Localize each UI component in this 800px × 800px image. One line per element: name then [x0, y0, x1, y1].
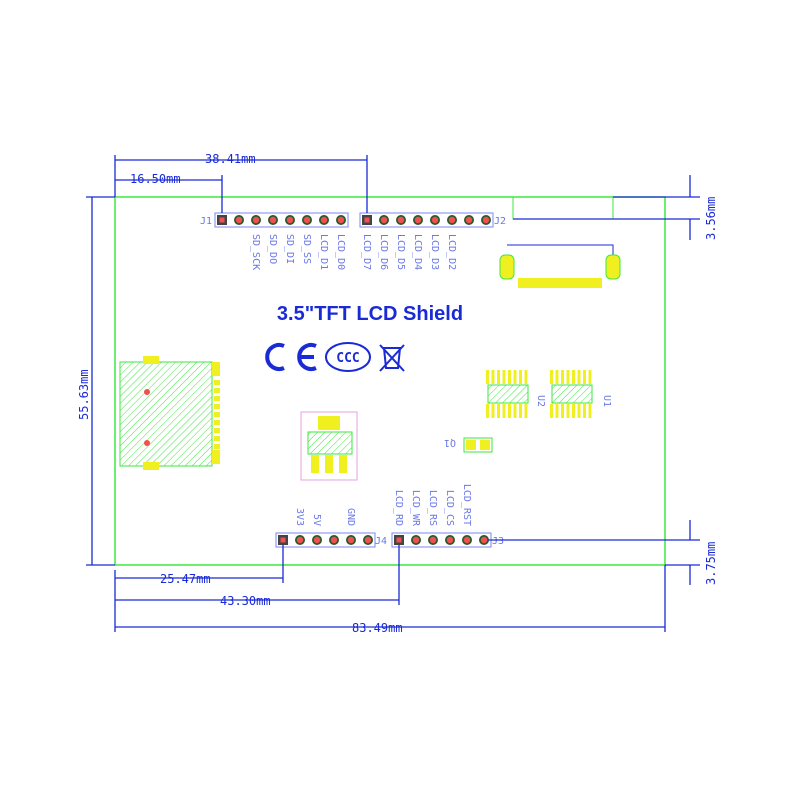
- q1-component: Q1: [444, 437, 493, 453]
- pin-label: LCD_RS: [427, 490, 438, 526]
- header-name: J2: [494, 216, 506, 227]
- pin-label: LCD_D7: [361, 234, 372, 270]
- sd-pad: [214, 412, 220, 417]
- pin-label: LCD_D3: [429, 234, 440, 270]
- svg-text:Q1: Q1: [444, 437, 456, 448]
- pin-label: LCD_D1: [318, 234, 329, 270]
- board-title: 3.5"TFT LCD Shield: [277, 303, 463, 325]
- pin-label: SD_SS: [301, 234, 312, 264]
- sd-pad: [214, 396, 220, 401]
- sd-pad: [214, 444, 220, 449]
- u2-chip: [486, 370, 529, 418]
- dim-25-47: 25.47mm: [160, 572, 211, 586]
- sd-pad: [214, 388, 220, 393]
- pin-label: SD_DI: [284, 234, 295, 264]
- dim-3-56: 3.56mm: [704, 197, 718, 240]
- pin-label: GND: [345, 508, 356, 526]
- header-j3: LCD_RD LCD_WR LCD_RS LCD_CS LCD_RST J3: [391, 484, 504, 548]
- sd-card-slot: [119, 356, 220, 470]
- pin-label: LCD_CS: [444, 490, 455, 526]
- pin-label: LCD_D2: [446, 234, 457, 270]
- sd-pad: [214, 404, 220, 409]
- header-j1: SD_SCK SD_DO SD_DI SD_SS LCD_D1 LCD_D0 J1: [200, 212, 349, 270]
- ccc-mark-icon: CCC: [325, 342, 371, 372]
- sd-pad: [214, 428, 220, 433]
- pin-label: LCD_WR: [410, 490, 421, 527]
- pin-label: LCD_D4: [412, 234, 423, 270]
- pin-label: LCD_RD: [393, 490, 404, 526]
- header-name: J3: [492, 536, 504, 547]
- fpc-connector: [499, 244, 621, 288]
- header-j4: 3V3 5V GND J4: [275, 508, 387, 548]
- header-j2: LCD_D7 LCD_D6 LCD_D5 LCD_D4 LCD_D3 LCD_D2 J2: [359, 212, 506, 270]
- sd-pad: [214, 436, 220, 441]
- board-outline: [114, 196, 666, 566]
- pin-label: SD_SCK: [250, 234, 261, 270]
- pin-label: LCD_RST: [461, 484, 472, 526]
- sd-pad: [214, 420, 220, 425]
- header-name: J1: [200, 216, 212, 227]
- ce-mark-icon: [265, 343, 317, 371]
- dim-16-50: 16.50mm: [130, 172, 181, 186]
- sd-pad: [214, 380, 220, 385]
- pin-label: SD_DO: [267, 234, 278, 264]
- pin-label: LCD_D6: [378, 234, 389, 270]
- pin-label: 3V3: [294, 508, 305, 526]
- dim-83-49: 83.49mm: [352, 621, 403, 635]
- fpc-outline: [512, 196, 614, 220]
- dim-3-75: 3.75mm: [704, 542, 718, 585]
- weee-bin-icon: [379, 344, 405, 372]
- dimension-lines: [86, 155, 700, 632]
- dim-38-41: 38.41mm: [205, 152, 256, 166]
- pin-label: LCD_D5: [395, 234, 406, 270]
- u1-chip: [550, 370, 593, 418]
- header-name: J4: [375, 536, 387, 547]
- pin-label: 5V: [311, 514, 322, 526]
- u1-label: U1: [601, 395, 612, 407]
- svg-text:CCC: CCC: [336, 351, 359, 366]
- u2-label: U2: [535, 395, 546, 407]
- dim-43-30: 43.30mm: [220, 594, 271, 608]
- pin-label: LCD_D0: [335, 234, 346, 270]
- dim-55-63: 55.63mm: [77, 369, 91, 420]
- voltage-regulator: [300, 411, 358, 481]
